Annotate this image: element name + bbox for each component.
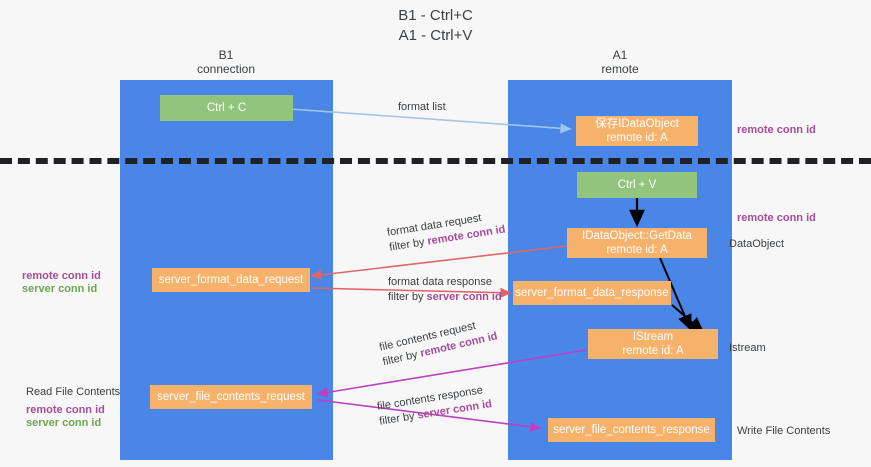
box-ctrl-v[interactable]: Ctrl + V xyxy=(577,172,697,198)
right-label-remote-conn-id-top: remote conn id xyxy=(737,124,816,136)
edge-label-format-data-response-filter-prefix: filter by xyxy=(388,291,427,303)
box-idataobject-getdata[interactable]: IDataObject::GetData remote id: A xyxy=(567,228,707,258)
right-label-remote-conn-id-mid: remote conn id xyxy=(737,212,816,224)
left-label-remote-conn-id-bottom: remote conn id xyxy=(26,404,105,416)
column-header-b1-name: B1 xyxy=(218,48,234,62)
left-label-remote-conn-id-mid: remote conn id xyxy=(22,270,101,282)
column-header-a1-sub: remote xyxy=(601,62,639,76)
box-idataobject-line-2: remote id: A xyxy=(606,132,668,144)
right-label-istream: Istream xyxy=(729,342,766,354)
box-server-file-contents-response-label: server_file_contents_response xyxy=(553,424,710,436)
left-label-server-conn-id-mid: server conn id xyxy=(22,283,98,295)
box-idataobject[interactable]: 保存IDataObject remote id: A xyxy=(576,116,698,146)
box-getdata-line-1: IDataObject::GetData xyxy=(582,230,692,242)
right-label-write-file-contents: Write File Contents xyxy=(737,425,831,437)
box-ctrl-c-label: Ctrl + C xyxy=(206,102,247,114)
column-header-b1-sub: connection xyxy=(196,62,256,76)
right-label-dataobject: DataObject xyxy=(729,238,785,250)
box-istream-line-1: IStream xyxy=(632,331,674,343)
section-divider xyxy=(0,158,871,164)
edge-label-format-list: format list xyxy=(398,101,446,113)
left-label-server-conn-id-bottom: server conn id xyxy=(26,417,102,429)
column-header-a1-name: A1 xyxy=(612,48,628,62)
box-server-file-contents-response[interactable]: server_file_contents_response xyxy=(548,418,715,442)
edge-label-format-data-response: format data response filter by server co… xyxy=(388,275,502,305)
box-server-file-contents-request-label: server_file_contents_request xyxy=(157,391,305,403)
edge-label-file-contents-request: file contents request filter by remote c… xyxy=(378,315,499,371)
box-server-format-data-request-label: server_format_data_request xyxy=(158,274,304,286)
box-ctrl-v-label: Ctrl + V xyxy=(617,179,657,191)
box-ctrl-c[interactable]: Ctrl + C xyxy=(160,95,293,121)
box-server-format-data-response[interactable]: server_format_data_response xyxy=(513,281,671,305)
column-header-b1: B1 connection xyxy=(146,48,306,76)
edge-label-format-data-response-filter-key: server conn id xyxy=(426,291,502,303)
box-server-format-data-request[interactable]: server_format_data_request xyxy=(152,268,310,292)
box-server-format-data-response-label: server_format_data_response xyxy=(515,287,669,299)
column-header-a1: A1 remote xyxy=(540,48,700,76)
box-istream-line-2: remote id: A xyxy=(622,345,684,357)
box-idataobject-line-1: 保存IDataObject xyxy=(595,118,679,130)
box-getdata-line-2: remote id: A xyxy=(606,244,668,256)
left-label-read-file-contents: Read File Contents xyxy=(26,386,121,398)
edge-label-file-contents-response: file contents response filter by server … xyxy=(376,382,493,429)
box-server-file-contents-request[interactable]: server_file_contents_request xyxy=(150,385,312,409)
edge-label-format-data-response-text: format data response xyxy=(388,276,492,288)
title-line-2: A1 - Ctrl+V xyxy=(398,27,473,44)
edge-label-format-data-request: format data request filter by remote con… xyxy=(386,208,507,256)
page-title: B1 - Ctrl+C A1 - Ctrl+V xyxy=(0,6,871,46)
box-istream[interactable]: IStream remote id: A xyxy=(588,329,718,359)
title-line-1: B1 - Ctrl+C xyxy=(398,7,473,24)
